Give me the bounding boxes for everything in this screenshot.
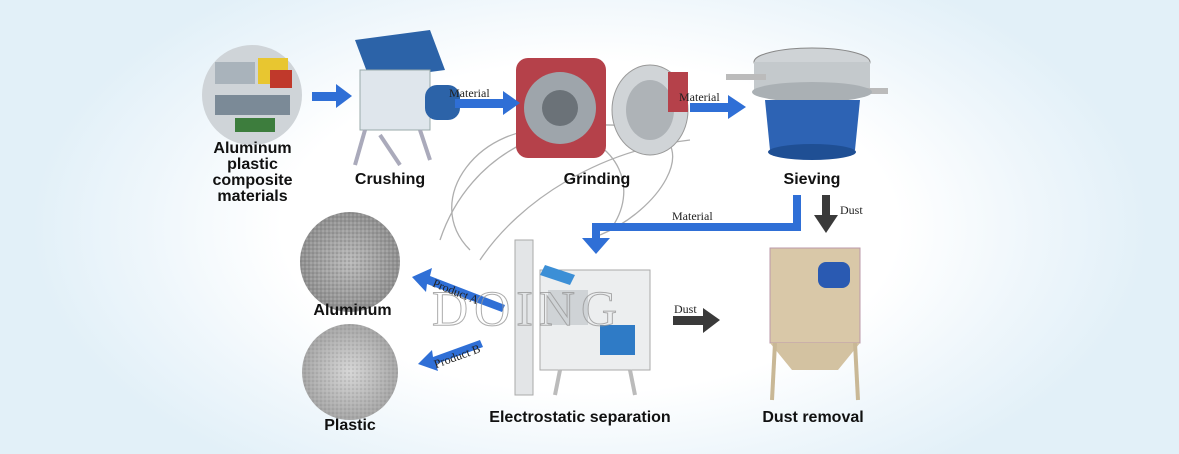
product-b-arrow xyxy=(418,340,483,371)
watermark-text: DOING xyxy=(432,280,623,336)
grinding-machine-image xyxy=(516,58,689,158)
arrow-label-dust-2: Dust xyxy=(674,302,697,316)
label-plastic: Plastic xyxy=(324,417,376,434)
crusher-machine-image xyxy=(353,30,460,167)
dust-collector-image xyxy=(769,247,861,401)
arrow-label-material-2: Material xyxy=(679,90,720,104)
label-raw-material: Aluminum plastic composite materials xyxy=(212,140,293,205)
arrow-label-dust-1: Dust xyxy=(840,203,863,217)
product-a-arrow xyxy=(412,268,505,312)
electrostatic-separator-image xyxy=(514,239,651,396)
label-sieving: Sieving xyxy=(783,171,841,188)
label-electrostatic-separation: Electrostatic separation xyxy=(489,409,671,426)
label-dust-removal: Dust removal xyxy=(762,409,864,426)
dust-arrow-sieving xyxy=(814,195,838,233)
flow-arrow-crushing-to-grinding xyxy=(455,91,520,115)
raw-material-image xyxy=(202,45,302,145)
label-grinding: Grinding xyxy=(563,171,631,188)
label-aluminum: Aluminum xyxy=(313,302,392,319)
flow-arrow-raw-to-crushing xyxy=(312,84,352,108)
flow-arrow-grinding-to-sieving xyxy=(690,95,746,119)
dust-arrow-separation xyxy=(673,308,720,333)
sieving-machine-image xyxy=(726,47,888,160)
arrow-label-material-1: Material xyxy=(449,86,490,100)
arrow-label-material-3: Material xyxy=(672,209,713,223)
flow-arrow-sieving-to-separation xyxy=(582,195,801,254)
label-crushing: Crushing xyxy=(354,171,426,188)
